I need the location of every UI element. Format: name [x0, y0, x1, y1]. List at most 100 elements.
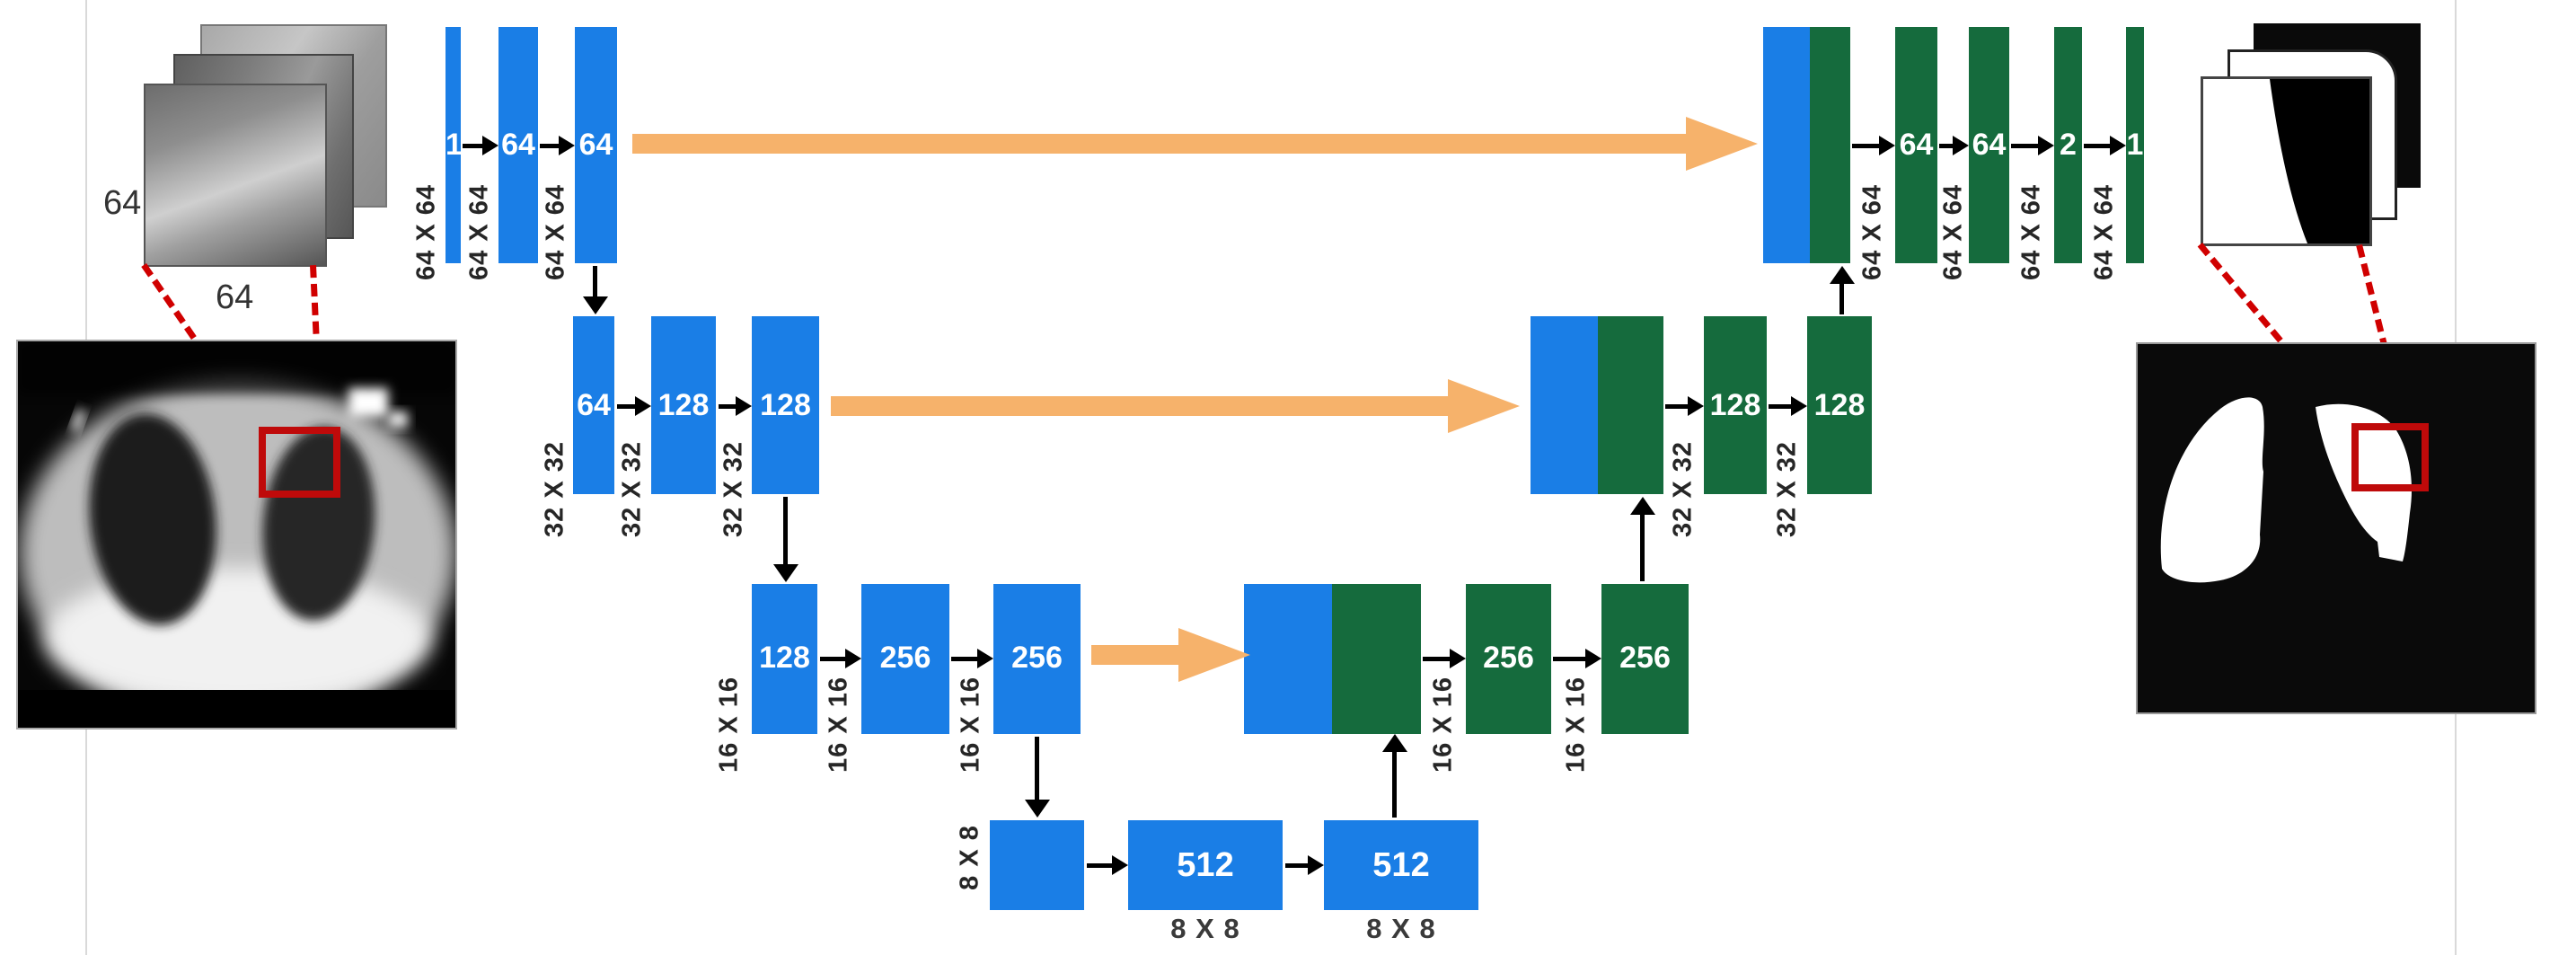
enc1-channels-1: 64 [501, 128, 535, 162]
enc2-channels-1: 128 [657, 388, 710, 422]
dec2-arrow2-shaft [1769, 404, 1791, 409]
dec1-arrow2-head [1953, 136, 1969, 155]
dec1-channels-3: 1 [2126, 128, 2144, 162]
enc3-channels-1: 256 [879, 641, 931, 675]
enc3-bar-3: 256 [993, 584, 1081, 734]
input-patch-front [144, 84, 327, 267]
dec1-concat-blue [1763, 27, 1810, 263]
up-arrow-0-head [1382, 734, 1407, 752]
enc1-size-label-2: 64 X 64 [464, 184, 494, 280]
dec1-bar-2: 64 [1969, 27, 2009, 263]
skip-arrow-2-shaft [831, 396, 1448, 416]
dec2-arrow1-shaft [1665, 404, 1688, 409]
enc2-size-label-2: 32 X 32 [617, 441, 647, 537]
bottleneck-arrow1-shaft [1087, 863, 1112, 868]
dec1-size-label-4: 64 X 64 [2089, 184, 2119, 280]
down-arrow-2-shaft [783, 497, 788, 564]
down-arrow-1-head [583, 296, 608, 314]
enc3-arrow1-shaft [820, 657, 845, 661]
dec3-arrow2-head [1585, 649, 1601, 668]
dec3-arrow1-head [1450, 649, 1466, 668]
dec2-bar-1: 128 [1704, 316, 1767, 494]
bottleneck-arrow2-shaft [1285, 863, 1308, 868]
enc1-bar-conv1: 64 [498, 27, 538, 263]
bottleneck-size-label-1: 8 X 8 [1170, 913, 1240, 944]
dec2-size-label-2: 32 X 32 [1772, 441, 1802, 537]
enc1-channels-0: 1 [446, 128, 463, 162]
enc2-size-label-3: 32 X 32 [719, 441, 748, 537]
enc2-bar-1: 64 [573, 316, 614, 494]
enc2-channels-0: 64 [577, 388, 611, 422]
up-arrow-2-shaft [1839, 284, 1844, 314]
dec3-channels-1: 256 [1619, 641, 1671, 675]
down-arrow-3-shaft [1035, 737, 1039, 800]
dec1-concat-green [1810, 27, 1850, 263]
skip-arrow-3-head [1178, 628, 1250, 682]
enc1-size-label-3: 64 X 64 [541, 184, 570, 280]
up-arrow-0-shaft [1392, 752, 1397, 818]
enc1-bar-input: 1 [446, 27, 463, 263]
dec2-size-label-1: 32 X 32 [1668, 441, 1698, 537]
enc1-channels-2: 64 [578, 128, 613, 162]
skip-arrow-2-head [1448, 379, 1520, 433]
bottleneck-arrow2-head [1308, 855, 1324, 875]
output-mask-front [2201, 76, 2372, 246]
dec1-arrow2-shaft [1939, 144, 1953, 148]
dec3-concat-blue [1244, 584, 1332, 734]
dec1-arrow4-shaft [2084, 144, 2110, 148]
enc1-arrow2-head [559, 136, 575, 155]
enc2-channels-2: 128 [760, 388, 811, 422]
dec3-channels-0: 256 [1483, 641, 1534, 675]
down-arrow-2-head [773, 564, 798, 582]
enc3-channels-2: 256 [1011, 641, 1063, 675]
dec3-arrow1-shaft [1423, 657, 1450, 661]
enc1-arrow1-head [482, 136, 498, 155]
mask-wedge-graphic [2270, 79, 2369, 243]
enc1-bar-conv2: 64 [575, 27, 617, 263]
skip-arrow-3-shaft [1091, 645, 1178, 665]
dec1-arrow3-shaft [2011, 144, 2038, 148]
dec1-arrow1-head [1879, 136, 1895, 155]
bottleneck-arrow1-head [1112, 855, 1128, 875]
enc1-arrow2-shaft [540, 144, 560, 148]
dec3-bar-2: 256 [1601, 584, 1689, 734]
dec2-arrow2-head [1791, 396, 1807, 416]
skip-arrow-1-head [1686, 117, 1758, 171]
up-arrow-3-shaft [1640, 515, 1645, 581]
dec1-bar-3: 2 [2054, 27, 2082, 263]
mask-highlight-square [2351, 423, 2429, 491]
enc3-channels-0: 128 [759, 641, 810, 675]
patch-height-label: 64 [103, 184, 142, 222]
enc3-arrow2-shaft [951, 657, 977, 661]
dec1-size-label-2: 64 X 64 [1938, 184, 1968, 280]
up-arrow-3-head [1630, 497, 1655, 515]
enc2-bar-3: 128 [752, 316, 819, 494]
enc2-arrow1-head [635, 396, 651, 416]
down-arrow-1-shaft [593, 266, 597, 296]
dec2-arrow1-head [1688, 396, 1704, 416]
dec2-concat-green [1598, 316, 1663, 494]
dec2-concat-blue [1531, 316, 1598, 494]
down-arrow-3-head [1025, 800, 1050, 818]
skip-arrow-1-shaft [632, 134, 1686, 154]
dec1-arrow4-head [2110, 136, 2126, 155]
dec1-size-label-1: 64 X 64 [1857, 184, 1887, 280]
enc3-size-label-2: 16 X 16 [824, 676, 853, 773]
bottleneck-box-3: 512 [1324, 820, 1478, 910]
enc2-arrow2-shaft [719, 404, 736, 409]
patch-width-label: 64 [216, 279, 254, 316]
enc3-size-label-1: 16 X 16 [714, 676, 744, 773]
enc3-bar-1: 128 [752, 584, 817, 734]
bottleneck-size-label-side: 8 X 8 [955, 825, 984, 890]
dec1-channels-0: 64 [1899, 128, 1934, 162]
enc3-arrow2-head [977, 649, 993, 668]
dec3-arrow2-shaft [1553, 657, 1585, 661]
enc2-arrow2-head [736, 396, 752, 416]
dec2-bar-2: 128 [1807, 316, 1872, 494]
dec1-arrow3-head [2038, 136, 2054, 155]
lung-mask-image [2136, 342, 2536, 714]
dec1-channels-2: 2 [2060, 128, 2077, 162]
bottleneck-channels-1: 512 [1372, 846, 1430, 884]
bottleneck-box-2: 512 [1128, 820, 1283, 910]
